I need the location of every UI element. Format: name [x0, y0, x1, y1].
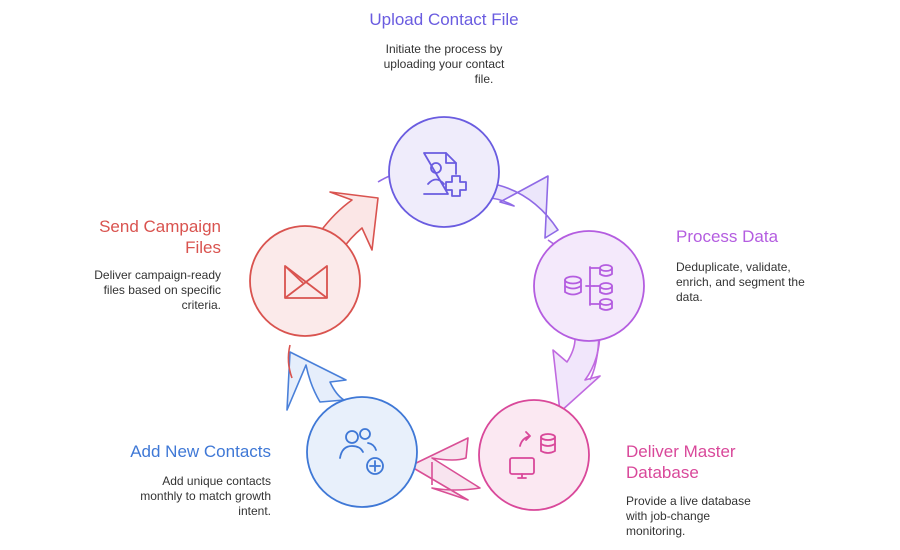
- step-deliver-title: Deliver Master Database: [626, 441, 806, 483]
- step-send-title: Send Campaign Files: [60, 216, 221, 258]
- step-process-description: Deduplicate, validate, enrich, and segme…: [676, 260, 866, 305]
- step-add-title: Add New Contacts: [80, 441, 271, 462]
- description-line: files based on specific: [103, 283, 221, 297]
- title-line: Send Campaign: [99, 217, 221, 236]
- description-line: Add unique contacts: [162, 474, 271, 488]
- contact-file-add-icon: [423, 152, 467, 197]
- arrow-add-to-send: [286, 351, 347, 411]
- description-line: monitoring.: [626, 524, 686, 538]
- step-add-description: Add unique contacts monthly to match gro…: [90, 474, 271, 519]
- step-process-node[interactable]: [533, 230, 645, 342]
- step-add-node[interactable]: [306, 396, 418, 508]
- step-send-node[interactable]: [249, 225, 361, 337]
- title-line: Process Data: [676, 227, 779, 246]
- send-icon: [284, 265, 328, 299]
- title-line: Database: [626, 463, 699, 482]
- description-line: uploading your contact: [383, 57, 505, 71]
- users-add-icon: [339, 428, 384, 475]
- title-line: Files: [185, 238, 221, 257]
- step-deliver-node[interactable]: [478, 399, 590, 511]
- step-send-description: Deliver campaign-ready files based on sp…: [50, 268, 221, 313]
- title-line: Add New Contacts: [130, 442, 271, 461]
- arrow-deliver-to-add: [409, 437, 481, 501]
- description-line: criteria.: [181, 298, 221, 312]
- description-line: Deduplicate, validate,: [676, 260, 791, 274]
- database-hierarchy-icon: [564, 264, 613, 311]
- description-line: data.: [676, 290, 703, 304]
- description-line: intent.: [238, 504, 271, 518]
- title-line: Upload Contact File: [369, 10, 519, 29]
- arrow-upload-to-process: [487, 175, 559, 239]
- description-line: with job-change: [626, 509, 711, 523]
- description-line: monthly to match growth: [140, 489, 271, 503]
- title-line: Deliver Master: [626, 442, 736, 461]
- description-line: Deliver campaign-ready: [94, 268, 221, 282]
- description-line: enrich, and segment the: [676, 275, 805, 289]
- step-deliver-description: Provide a live database with job-change …: [626, 494, 816, 539]
- description-line: Provide a live database: [626, 494, 751, 508]
- step-upload-title: Upload Contact File: [335, 9, 553, 30]
- step-upload-description: Initiate the process by uploading your c…: [350, 42, 538, 87]
- description-line: file.: [474, 72, 494, 86]
- description-line: Initiate the process by: [385, 42, 503, 56]
- step-upload-node[interactable]: [388, 116, 500, 228]
- monitor-database-sync-icon: [509, 431, 556, 479]
- step-process-title: Process Data: [676, 226, 856, 247]
